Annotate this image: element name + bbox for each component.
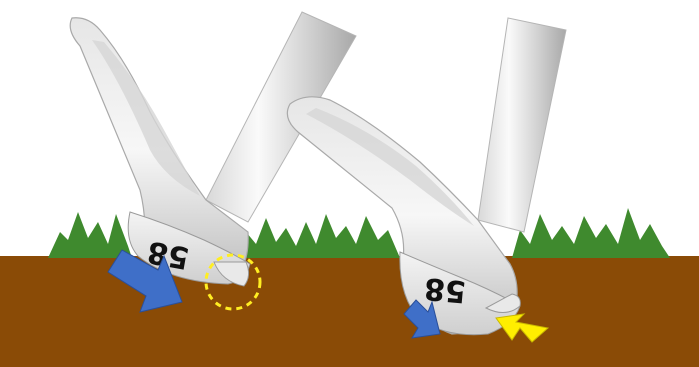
right-wedge-loft-marking: 58 (423, 270, 468, 309)
soil (0, 256, 699, 367)
right-wedge-shaft (478, 18, 566, 232)
grass-middle (236, 214, 400, 258)
grass-left (48, 212, 132, 258)
grass-right (512, 208, 670, 258)
